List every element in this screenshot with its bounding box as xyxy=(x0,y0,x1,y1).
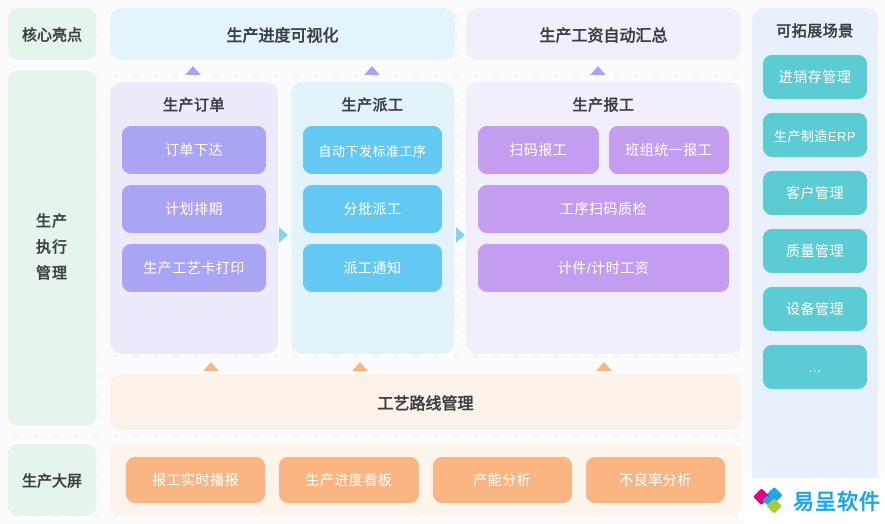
left-cell-line-1: 生产 xyxy=(35,212,68,230)
button-defect-rate-analysis[interactable]: 不良率分析 xyxy=(585,457,725,503)
left-cell-production-bigscreen[interactable]: 生产大屏 xyxy=(8,444,96,516)
card-production-dispatch-row-1: 自动下发标准工序 xyxy=(291,126,454,174)
route-management-bar[interactable]: 工艺路线管理 xyxy=(110,374,741,430)
arrow-up-icon-dispatch xyxy=(364,66,380,75)
card-production-dispatch-title: 生产派工 xyxy=(341,97,404,114)
left-cell-production-bigscreen-label: 生产大屏 xyxy=(21,472,82,490)
banner-production-progress-label: 生产进度可视化 xyxy=(226,28,339,45)
button-plan-schedule[interactable]: 计划排期 xyxy=(122,185,266,233)
left-cell-line-3: 管理 xyxy=(35,265,68,283)
card-production-order: 生产订单 订单下达 计划排期 生产工艺卡打印 xyxy=(110,82,278,354)
card-production-dispatch-row-3: 派工通知 xyxy=(291,244,454,292)
left-cell-line-2: 执行 xyxy=(35,238,68,256)
card-production-report-row-1: 扫码报工 班组统一报工 xyxy=(466,126,741,174)
sidebar-title: 可拓展场景 xyxy=(776,23,854,40)
card-production-report: 生产报工 扫码报工 班组统一报工 工序扫码质检 计件/计时工资 xyxy=(466,82,741,354)
button-realtime-report-broadcast[interactable]: 报工实时播报 xyxy=(126,457,266,503)
card-production-dispatch: 生产派工 自动下发标准工序 分批派工 派工通知 xyxy=(291,82,454,354)
arrow-up-icon-route-2 xyxy=(352,362,368,371)
card-production-order-row-1: 订单下达 xyxy=(110,126,278,174)
button-order-release[interactable]: 订单下达 xyxy=(122,126,266,174)
button-capacity-analysis[interactable]: 产能分析 xyxy=(432,457,572,503)
sidebar-item-inventory-management[interactable]: 进销存管理 xyxy=(763,55,867,99)
arrow-right-icon-order-to-dispatch xyxy=(279,227,288,243)
sidebar-item-customer-management[interactable]: 客户管理 xyxy=(763,171,867,215)
brand-logo: 易呈软件 xyxy=(745,478,885,524)
card-production-order-row-3: 生产工艺卡打印 xyxy=(110,244,278,292)
button-auto-issue-standard-process[interactable]: 自动下发标准工序 xyxy=(303,126,442,174)
arrow-up-icon-route-3 xyxy=(596,362,612,371)
card-production-dispatch-row-2: 分批派工 xyxy=(291,185,454,233)
sidebar-item-manufacturing-erp[interactable]: 生产制造ERP xyxy=(763,113,867,157)
sidebar-expandable-scenarios: 可拓展场景 进销存管理 生产制造ERP 客户管理 质量管理 设备管理 ... xyxy=(752,8,878,516)
brand-logo-text: 易呈软件 xyxy=(793,491,881,514)
arrow-up-icon-order xyxy=(185,66,201,75)
left-cell-core-highlights[interactable]: 核心亮点 xyxy=(8,8,96,60)
diamond-logo-icon xyxy=(753,487,782,513)
card-production-report-row-2: 工序扫码质检 xyxy=(466,185,741,233)
banner-wage-auto-summary[interactable]: 生产工资自动汇总 xyxy=(466,8,741,60)
button-process-card-print[interactable]: 生产工艺卡打印 xyxy=(122,244,266,292)
button-team-unified-report[interactable]: 班组统一报工 xyxy=(608,126,729,174)
button-process-scan-inspection[interactable]: 工序扫码质检 xyxy=(478,185,729,233)
bigscreen-button-row: 报工实时播报 生产进度看板 产能分析 不良率分析 xyxy=(110,444,741,516)
arrow-up-icon-route-1 xyxy=(203,362,219,371)
left-cell-core-highlights-label: 核心亮点 xyxy=(21,26,82,44)
card-production-report-title: 生产报工 xyxy=(572,97,635,114)
sidebar-item-more[interactable]: ... xyxy=(763,345,867,389)
route-management-bar-label: 工艺路线管理 xyxy=(377,396,474,413)
sidebar-item-quality-management[interactable]: 质量管理 xyxy=(763,229,867,273)
card-production-order-row-2: 计划排期 xyxy=(110,185,278,233)
button-scan-report[interactable]: 扫码报工 xyxy=(478,126,599,174)
sidebar-item-equipment-management[interactable]: 设备管理 xyxy=(763,287,867,331)
arrow-up-icon-report xyxy=(590,66,606,75)
card-production-order-title: 生产订单 xyxy=(162,97,225,114)
left-cell-production-execution[interactable]: 生产 执行 管理 xyxy=(8,70,96,426)
banner-wage-auto-summary-label: 生产工资自动汇总 xyxy=(539,28,668,45)
button-batch-dispatch[interactable]: 分批派工 xyxy=(303,185,442,233)
arrow-right-icon-dispatch-to-report xyxy=(456,227,465,243)
banner-production-progress[interactable]: 生产进度可视化 xyxy=(110,8,455,60)
card-production-report-row-3: 计件/计时工资 xyxy=(466,244,741,292)
button-production-progress-board[interactable]: 生产进度看板 xyxy=(279,457,419,503)
button-piece-hourly-wage[interactable]: 计件/计时工资 xyxy=(478,244,729,292)
button-dispatch-notice[interactable]: 派工通知 xyxy=(303,244,442,292)
